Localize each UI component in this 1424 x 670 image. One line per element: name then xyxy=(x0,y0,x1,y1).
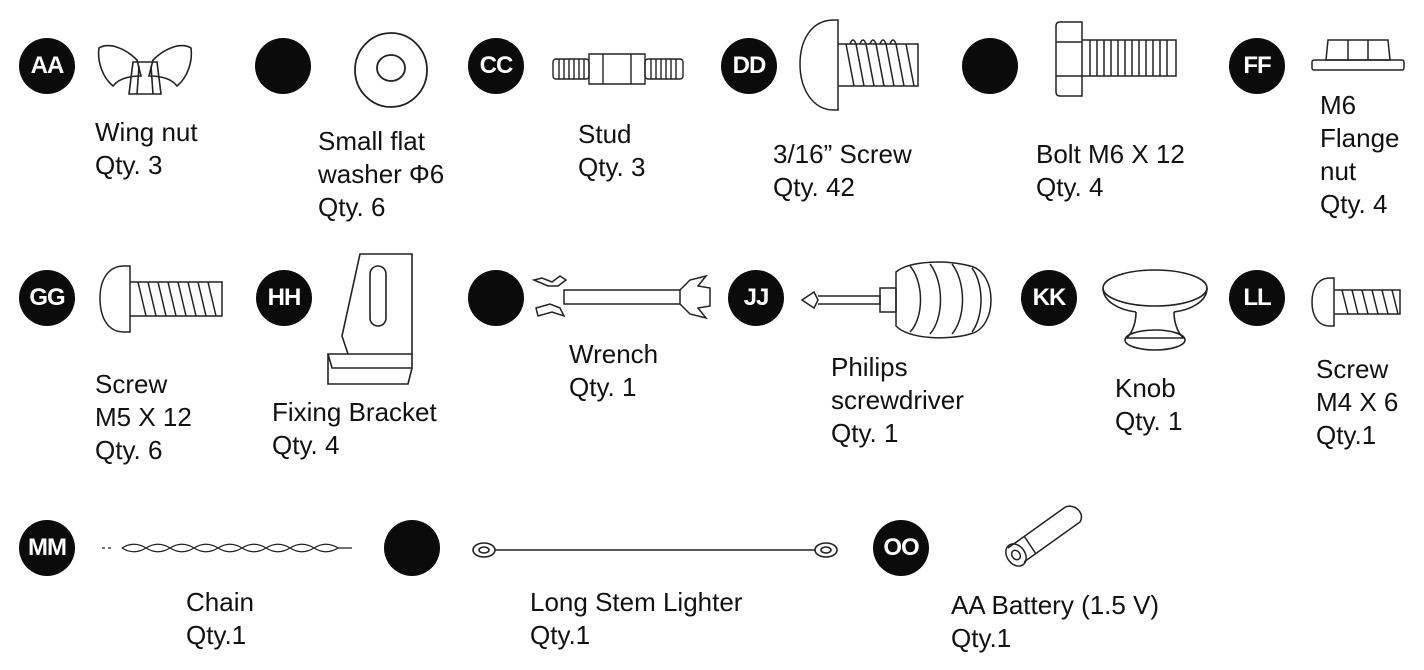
long-stem-lighter-icon xyxy=(470,538,840,562)
screw-m5-icon xyxy=(98,262,226,336)
part-qty: Qty. 4 xyxy=(272,430,340,460)
part-name: AA Battery (1.5 V) xyxy=(951,590,1160,620)
part-name: Small flat xyxy=(318,126,425,156)
part-name: M6 xyxy=(1320,90,1357,120)
part-name-2: washer Φ6 xyxy=(318,159,445,189)
part-qty: Qty. 42 xyxy=(773,172,855,202)
wing-nut-icon xyxy=(95,38,195,102)
label-aa-battery: AA Battery (1.5 V) Qty.1 xyxy=(951,589,1159,655)
part-qty: Qty.1 xyxy=(951,623,1012,653)
screw-m4-icon xyxy=(1310,274,1404,330)
badge-blank-3 xyxy=(468,270,524,326)
part-name: Long Stem Lighter xyxy=(530,587,743,617)
stud-icon xyxy=(551,50,687,88)
chain-icon xyxy=(100,540,356,556)
label-wing-nut: Wing nut Qty. 3 xyxy=(95,116,198,182)
part-name-2: M4 X 6 xyxy=(1316,387,1399,417)
part-name: Wrench xyxy=(569,339,659,369)
badge-oo: OO xyxy=(873,520,929,576)
knob-icon xyxy=(1100,266,1210,354)
part-qty: Qty. 6 xyxy=(318,192,386,222)
screw-3-16-icon xyxy=(798,14,928,114)
part-qty: Qty. 1 xyxy=(1115,406,1183,436)
part-qty: Qty.1 xyxy=(530,620,591,650)
part-qty: Qty. 1 xyxy=(831,418,899,448)
part-name-2: Flange xyxy=(1320,123,1400,153)
part-name: Stud xyxy=(578,119,632,149)
part-qty: Qty. 1 xyxy=(569,372,637,402)
badge-mm: MM xyxy=(19,520,75,576)
label-flat-washer: Small flat washer Φ6 Qty. 6 xyxy=(318,125,444,224)
label-long-stem-lighter: Long Stem Lighter Qty.1 xyxy=(530,586,742,652)
part-qty: Qty. 3 xyxy=(578,152,646,182)
part-name-2: screwdriver xyxy=(831,385,964,415)
badge-blank-1 xyxy=(255,38,311,94)
label-chain: Chain Qty.1 xyxy=(186,586,254,652)
part-name: Wing nut xyxy=(95,117,198,147)
fixing-bracket-icon xyxy=(324,250,420,390)
aa-battery-icon xyxy=(994,500,1090,576)
badge-jj: JJ xyxy=(728,270,784,326)
bolt-m6-icon xyxy=(1054,18,1180,100)
badge-ll: LL xyxy=(1229,270,1285,326)
flange-nut-icon xyxy=(1310,36,1406,76)
part-name: Screw xyxy=(1316,354,1389,384)
part-qty: Qty.1 xyxy=(1316,420,1377,450)
label-flange-nut: M6 Flange nut Qty. 4 xyxy=(1320,89,1400,221)
part-name-2: M5 X 12 xyxy=(95,402,192,432)
label-fixing-bracket: Fixing Bracket Qty. 4 xyxy=(272,396,437,462)
badge-ff: FF xyxy=(1229,38,1285,94)
flat-washer-icon xyxy=(346,30,436,110)
label-screw-3-16: 3/16” Screw Qty. 42 xyxy=(773,138,912,204)
label-bolt-m6: Bolt M6 X 12 Qty. 4 xyxy=(1036,138,1185,204)
part-qty: Qty. 3 xyxy=(95,150,163,180)
badge-kk: KK xyxy=(1021,270,1077,326)
part-name: Fixing Bracket xyxy=(272,397,437,427)
part-qty: Qty.1 xyxy=(186,620,247,650)
label-phillips-screwdriver: Philips screwdriver Qty. 1 xyxy=(831,351,964,450)
part-name: 3/16” Screw xyxy=(773,139,912,169)
part-name: Bolt M6 X 12 xyxy=(1036,139,1185,169)
badge-hh: HH xyxy=(256,270,312,326)
part-qty: Qty. 6 xyxy=(95,435,163,465)
badge-blank-4 xyxy=(384,520,440,576)
part-qty: Qty. 4 xyxy=(1320,189,1388,219)
label-knob: Knob Qty. 1 xyxy=(1115,372,1182,438)
badge-gg: GG xyxy=(19,270,75,326)
badge-dd: DD xyxy=(721,38,777,94)
part-name: Screw xyxy=(95,369,168,399)
label-stud: Stud Qty. 3 xyxy=(578,118,645,184)
badge-cc: CC xyxy=(468,38,524,94)
badge-aa: AA xyxy=(19,38,75,94)
label-wrench: Wrench Qty. 1 xyxy=(569,338,658,404)
part-name: Chain xyxy=(186,587,254,617)
part-name-3: nut xyxy=(1320,156,1357,186)
label-screw-m5: Screw M5 X 12 Qty. 6 xyxy=(95,368,192,467)
part-name: Philips xyxy=(831,352,908,382)
part-qty: Qty. 4 xyxy=(1036,172,1104,202)
part-name: Knob xyxy=(1115,373,1176,403)
label-screw-m4: Screw M4 X 6 Qty.1 xyxy=(1316,353,1398,452)
badge-blank-2 xyxy=(962,38,1018,94)
phillips-screwdriver-icon xyxy=(800,258,1000,338)
wrench-icon xyxy=(530,272,714,322)
